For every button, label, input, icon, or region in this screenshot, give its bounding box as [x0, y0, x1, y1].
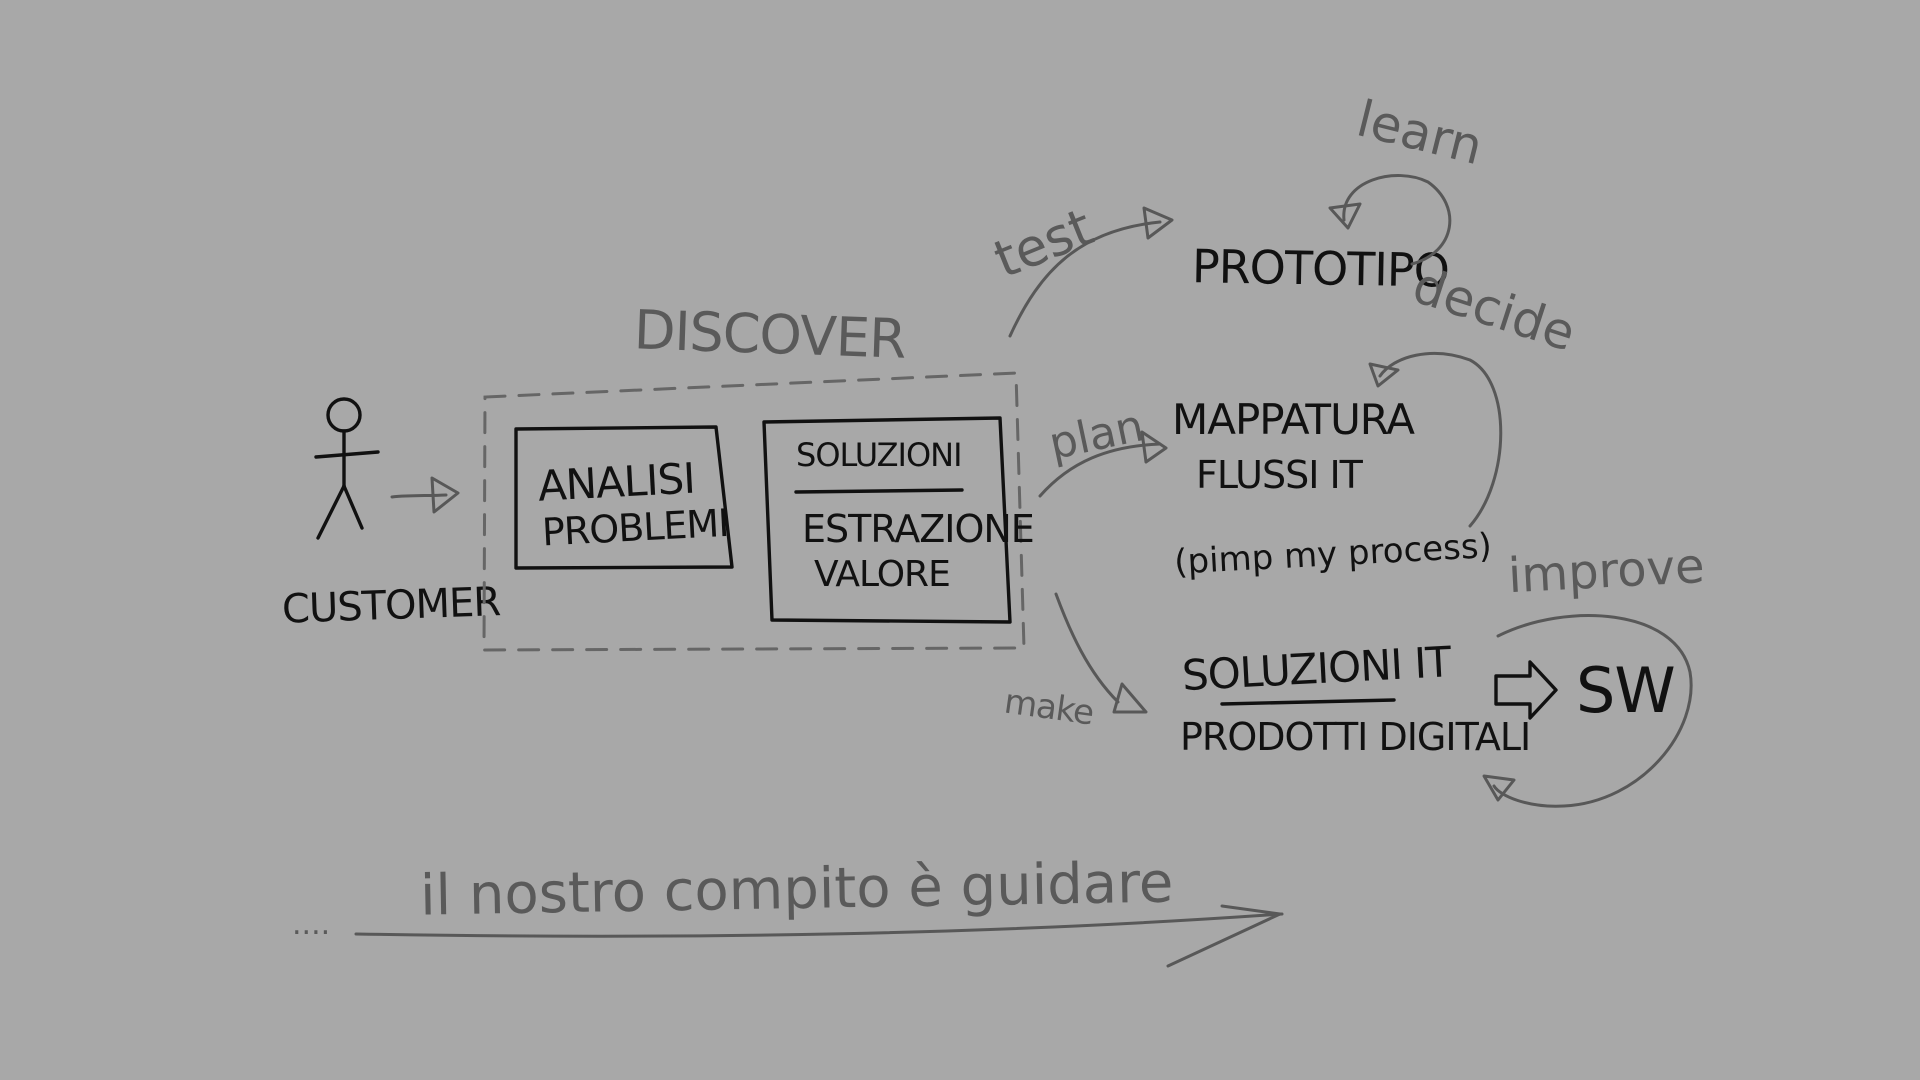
- learn-loop-arrow: [1328, 174, 1452, 266]
- bottom-caption: il nostro compito è guidare: [419, 850, 1173, 928]
- mapping-line-1: MAPPATURA: [1172, 395, 1415, 444]
- analysis-line-2: PROBLEMI: [541, 501, 730, 555]
- solutions-it-line-1: SOLUZIONI IT: [1181, 637, 1453, 700]
- decide-loop-arrow: [1368, 352, 1503, 528]
- mapping-line-2: FLUSSI IT: [1196, 453, 1364, 497]
- analysis-box: [514, 425, 734, 570]
- plan-arrow: [1038, 430, 1168, 498]
- discover-dashed-frame: [482, 371, 1026, 652]
- test-arrow: [1008, 206, 1174, 338]
- solutions-line-3: VALORE: [814, 554, 950, 595]
- solutions-line-1: SOLUZIONI: [796, 436, 962, 474]
- verb-improve: improve: [1507, 538, 1706, 604]
- bottom-dots: ....: [292, 907, 330, 942]
- verb-make: make: [1002, 681, 1096, 733]
- sw-label: SW: [1576, 654, 1675, 727]
- customer-figure: [314, 397, 380, 540]
- solutions-box: [762, 416, 1012, 624]
- customer-to-discover-arrow: [390, 476, 460, 514]
- discover-label: DISCOVER: [633, 298, 907, 370]
- solutions-divider: [794, 488, 964, 494]
- verb-learn: learn: [1351, 89, 1488, 176]
- improve-loop-arrow: [1482, 614, 1693, 808]
- mapping-note: (pimp my process): [1173, 526, 1492, 583]
- customer-label: CUSTOMER: [281, 579, 501, 633]
- bottom-long-arrow: [354, 904, 1284, 968]
- analysis-line-1: ANALISI: [537, 454, 696, 511]
- verb-plan: plan: [1045, 400, 1149, 470]
- prototype-label: PROTOTIPO: [1192, 239, 1450, 297]
- make-arrow: [1054, 592, 1148, 714]
- solutions-it-line-2: PRODOTTI DIGITALI: [1180, 715, 1530, 759]
- sw-double-arrow: [1494, 660, 1558, 720]
- solutions-line-2: ESTRAZIONE: [802, 507, 1034, 551]
- solutions-it-divider: [1220, 698, 1396, 706]
- verb-decide: decide: [1406, 256, 1582, 363]
